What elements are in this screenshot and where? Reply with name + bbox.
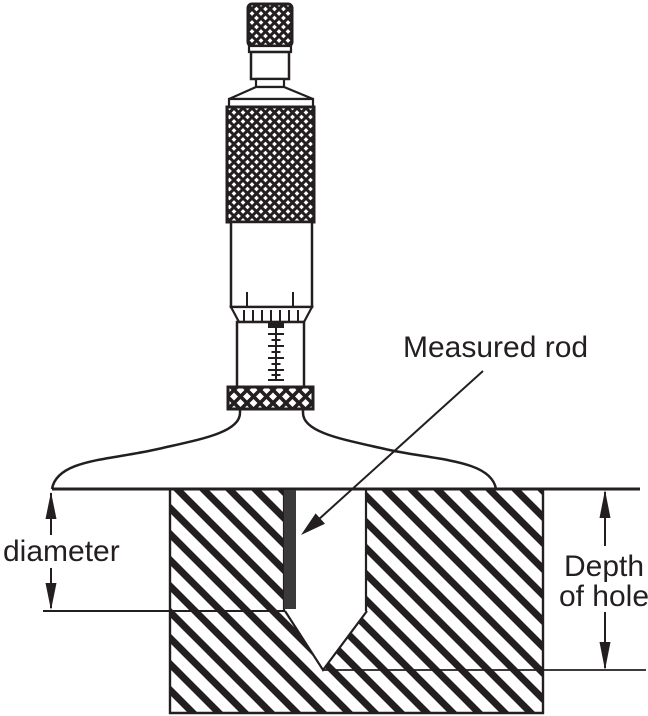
depth-of-hole-label-line2: of hole (559, 580, 648, 613)
thimble-barrel (229, 220, 314, 309)
spindle-step (254, 77, 286, 89)
arrowhead-down (599, 642, 611, 670)
base-left-curve (50, 409, 242, 490)
lock-nut-knurl (226, 385, 315, 411)
arrowhead-down (45, 583, 57, 610)
spindle-top (249, 50, 291, 81)
workpiece-outline (43, 489, 646, 715)
annotations: Measured rod diameter Depth of hole (3, 331, 648, 670)
ratchet-knob (246, 2, 294, 48)
workpiece-upper-left-section (170, 490, 284, 611)
micrometer (50, 2, 498, 490)
workpiece-right-section (366, 490, 543, 713)
measuring-rod (284, 490, 296, 609)
thimble-knurl (225, 105, 316, 224)
sleeve-scale (268, 322, 284, 381)
sleeve (235, 320, 306, 389)
measured-rod-leader (301, 370, 484, 535)
hole-bottom-cone (285, 611, 367, 670)
measured-rod-label: Measured rod (403, 331, 588, 364)
arrowhead-up (599, 490, 611, 518)
base-right-curve (301, 409, 498, 490)
workpiece (43, 487, 646, 715)
diameter-dimension (45, 492, 57, 610)
thimble-graduations (243, 310, 299, 321)
depth-of-hole-label-line1: Depth (564, 550, 644, 583)
diameter-label: diameter (3, 535, 120, 568)
leader-arrowhead (301, 513, 325, 535)
arrowhead-up (45, 492, 57, 519)
depth-dimension (599, 490, 611, 670)
